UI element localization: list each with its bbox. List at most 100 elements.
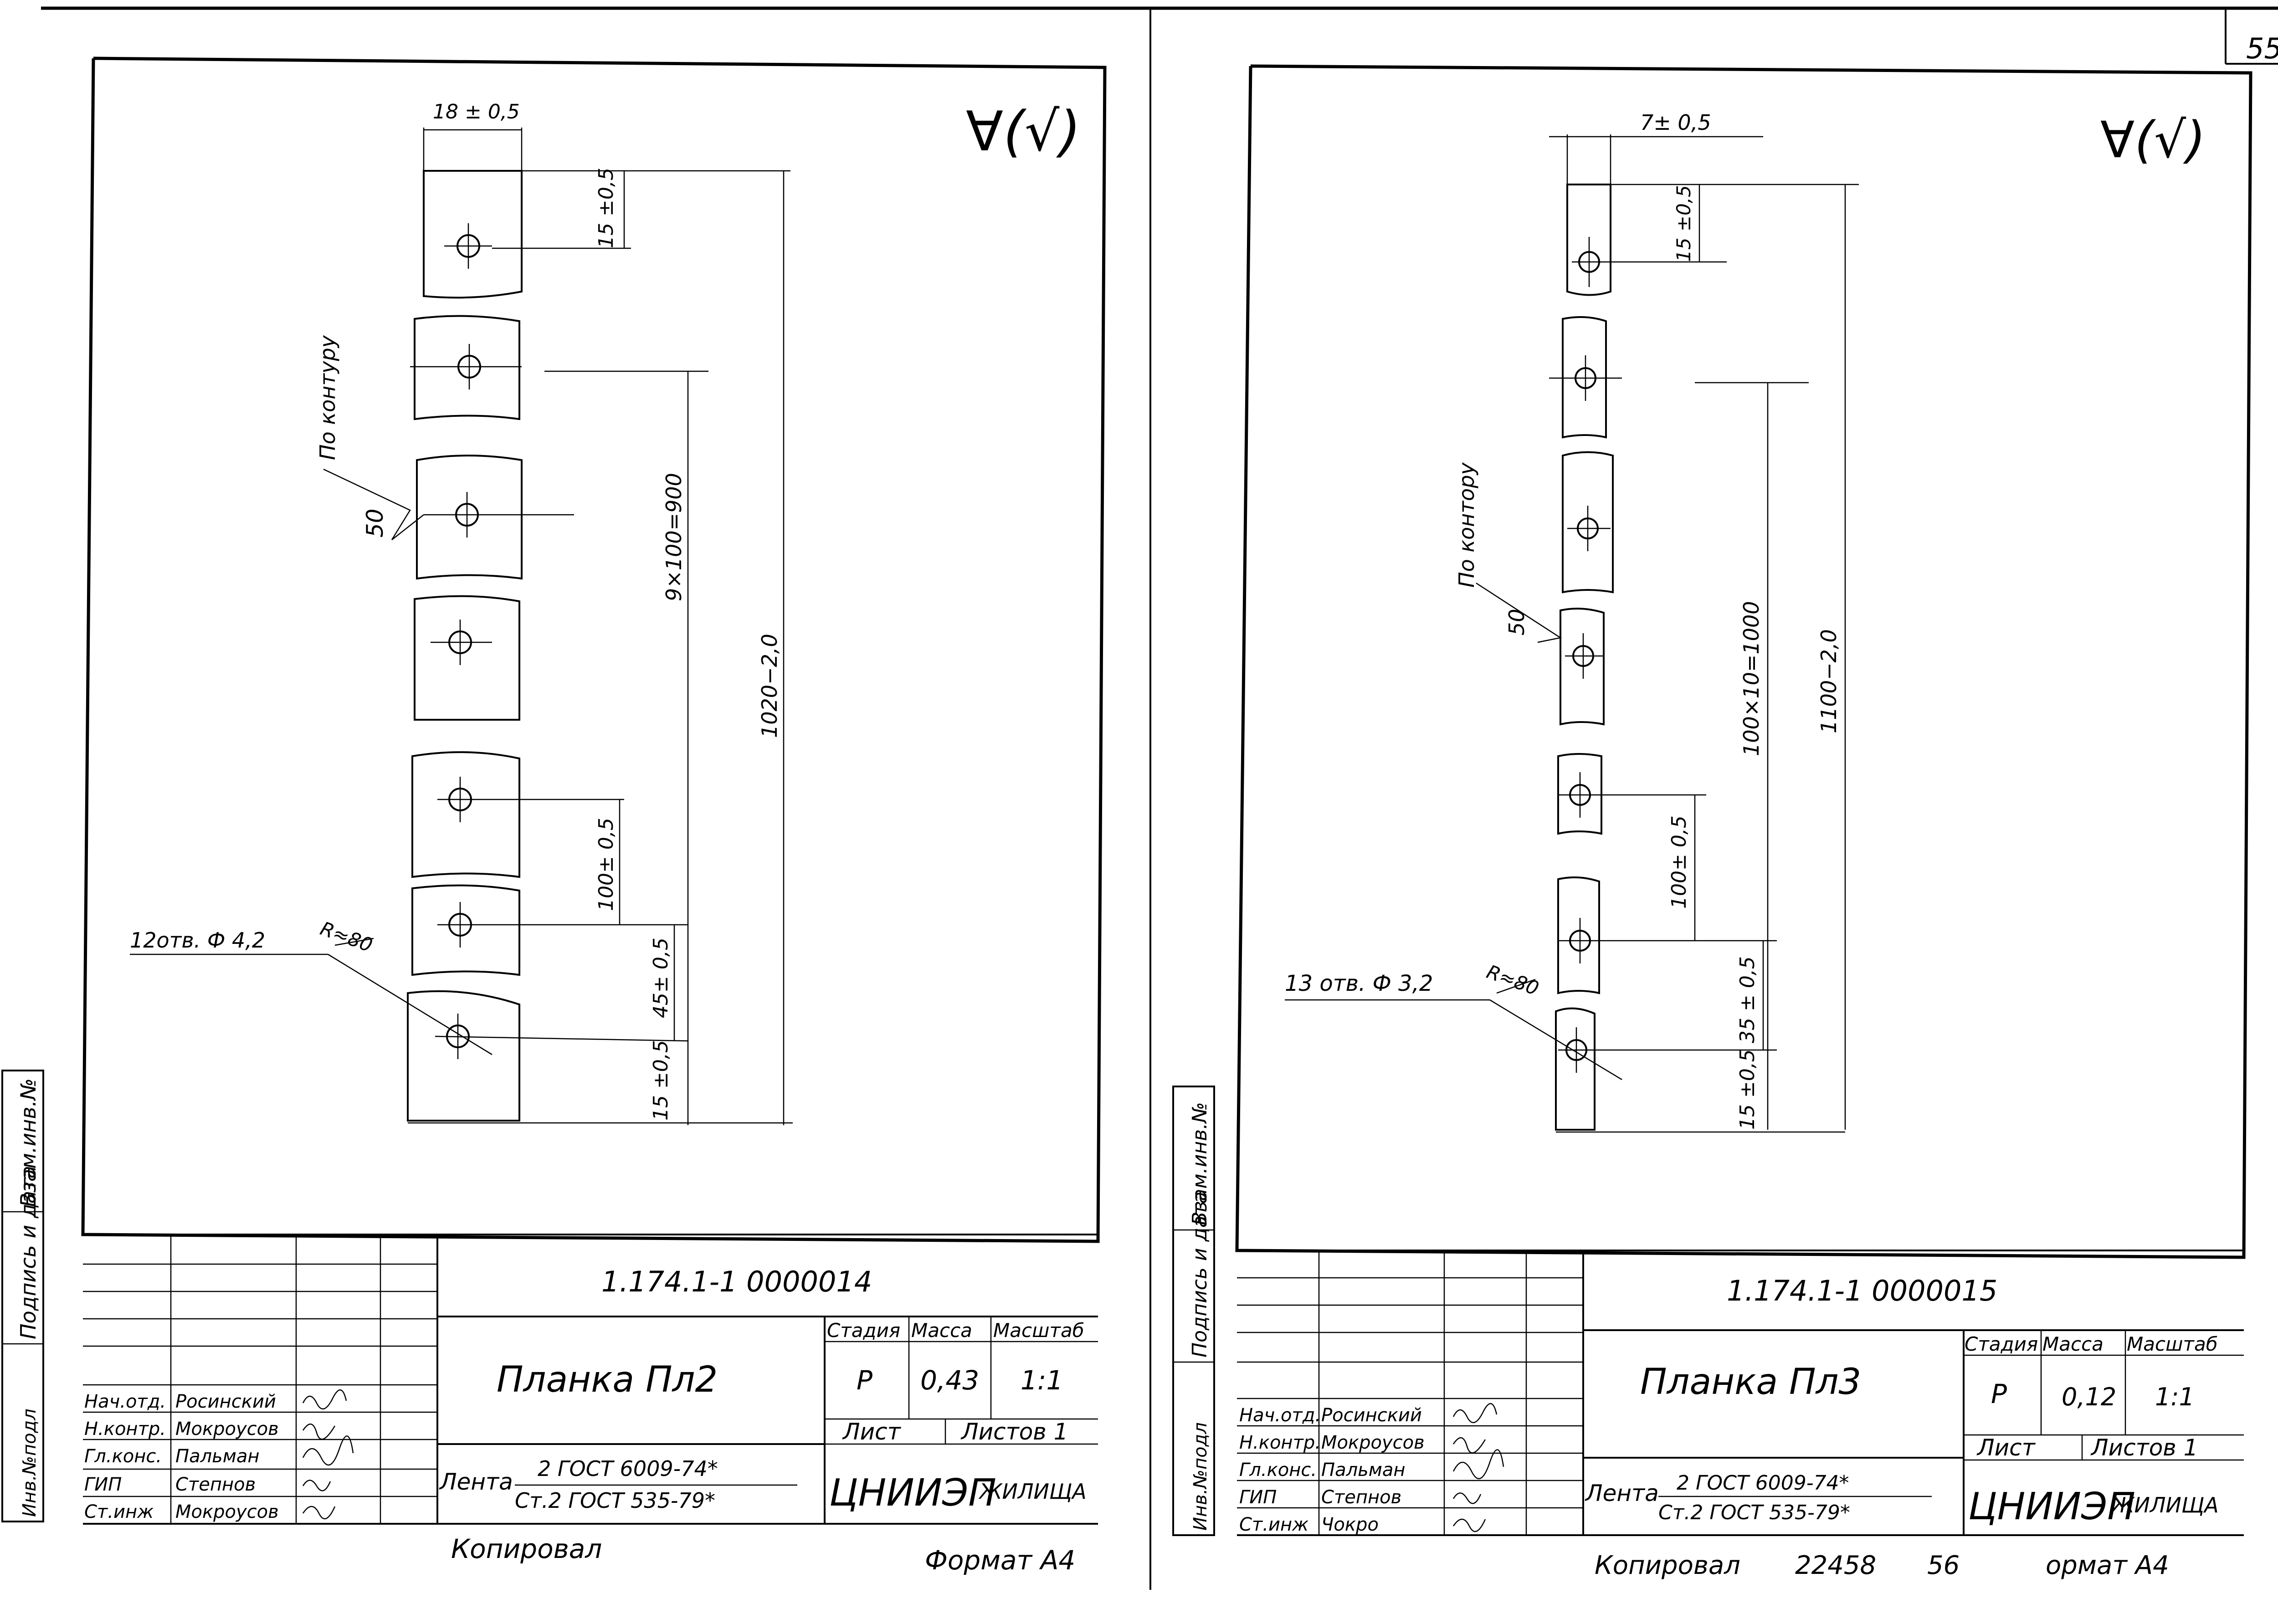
dim-width: 7± 0,5 xyxy=(1640,110,1711,135)
dimension-lines xyxy=(130,128,793,1125)
name-2: Пальман xyxy=(1321,1460,1406,1481)
role-4: Ст.инж xyxy=(1239,1514,1308,1535)
contour-note: По контору xyxy=(1454,462,1479,588)
mass-label: Масса xyxy=(911,1319,972,1342)
dim-pitch: 100± 0,5 xyxy=(1667,815,1691,909)
side-strip: Взам.инв.№ Подпись и дата Инв.№подл xyxy=(1,1070,44,1522)
name-3: Степнов xyxy=(1321,1487,1401,1508)
strip-segment xyxy=(1560,608,1605,726)
dim-end-offset: 45± 0,5 xyxy=(649,938,672,1018)
name-3: Степнов xyxy=(175,1474,256,1495)
footer-code: 22458 xyxy=(1795,1551,1876,1580)
role-2: Гл.конс. xyxy=(1239,1460,1317,1481)
holes-note: 12отв. Ф 4,2 xyxy=(130,928,265,953)
strip-part xyxy=(407,170,688,1122)
dim-top-offset: 15 ±0,5 xyxy=(1673,185,1695,262)
org-main: ЦНИИЭП xyxy=(829,1471,996,1515)
role-0: Нач.отд. xyxy=(84,1391,166,1412)
footer-left: Копировал xyxy=(451,1533,602,1564)
role-3: ГИП xyxy=(1239,1487,1277,1508)
strip-segment xyxy=(1557,753,1602,835)
name-0: Росинский xyxy=(1321,1405,1422,1426)
scale-label: Масштаб xyxy=(993,1319,1084,1342)
sheets-count-label: Листов 1 xyxy=(2090,1434,2198,1461)
strip-segment xyxy=(411,884,520,976)
dim-overall: 1020−2,0 xyxy=(757,634,782,738)
dim-pitch-total: 100×10=1000 xyxy=(1739,601,1764,757)
name-4: Чокро xyxy=(1321,1514,1379,1535)
strip-segment xyxy=(1555,1007,1596,1131)
name-1: Мокроусов xyxy=(175,1419,279,1440)
sheet-label: Лист xyxy=(842,1419,902,1445)
dim-bottom-offset: 15 ±0,5 xyxy=(1736,1049,1759,1130)
sheet-right: ∀(√) xyxy=(1172,64,2252,1580)
material-top: 2 ГОСТ 6009-74* xyxy=(538,1456,718,1481)
hole-marks xyxy=(1549,237,1777,1073)
mass-value: 0,12 xyxy=(2062,1383,2116,1411)
sheet-label: Лист xyxy=(1976,1434,2036,1461)
roughness-symbol: ∀(√) xyxy=(966,100,1081,164)
radius-note: R≈80 xyxy=(318,917,375,956)
designation: 1.174.1-1 0000014 xyxy=(601,1265,872,1298)
side-strip: Взам.инв.№ Подпись и дата Инв.№подл xyxy=(1172,1086,1215,1536)
strip-part xyxy=(1549,184,1777,1131)
drawing-frame xyxy=(81,56,1107,1243)
stage-value: Р xyxy=(857,1365,872,1396)
strip-segment xyxy=(1557,876,1600,994)
contour-leader xyxy=(1476,582,1562,643)
material-prefix: Лента xyxy=(1585,1480,1659,1506)
org-sub: ЖИЛИЩА xyxy=(978,1479,1087,1504)
contour-leader xyxy=(323,468,411,540)
side-label-1: Подпись и дата xyxy=(1188,1192,1211,1358)
strip-segment xyxy=(411,751,520,878)
signatures xyxy=(302,1389,354,1520)
role-1: Н.контр. xyxy=(84,1419,166,1440)
org-main: ЦНИИЭП xyxy=(1968,1485,2135,1528)
scale-label: Масштаб xyxy=(2127,1333,2218,1355)
strip-segment xyxy=(414,315,520,420)
org-sub: ЖИЛИЩА xyxy=(2110,1493,2219,1517)
dim-pitch: 100± 0,5 xyxy=(595,818,618,911)
stage-label: Стадия xyxy=(827,1319,900,1342)
role-0: Нач.отд. xyxy=(1239,1405,1321,1426)
mass-label: Масса xyxy=(2042,1333,2104,1355)
drawing-frame xyxy=(1235,64,2252,1259)
strip-segment xyxy=(423,170,523,299)
name-4: Мокроусов xyxy=(175,1501,279,1522)
side-label-2: Инв.№подл xyxy=(1190,1422,1211,1531)
dim-top-offset: 15 ±0,5 xyxy=(595,168,618,248)
dimension-lines xyxy=(1285,134,1859,1133)
contour-value: 50 xyxy=(1504,609,1529,635)
dim-overall: 1100−2,0 xyxy=(1816,629,1841,733)
role-4: Ст.инж xyxy=(84,1501,154,1522)
role-3: ГИП xyxy=(84,1474,122,1495)
name-0: Росинский xyxy=(175,1391,276,1412)
mass-value: 0,43 xyxy=(920,1365,979,1396)
strip-segment xyxy=(407,990,520,1122)
designation: 1.174.1-1 0000015 xyxy=(1727,1274,1997,1307)
signatures xyxy=(1452,1403,1504,1532)
dim-width: 18 ± 0,5 xyxy=(433,100,520,123)
side-label-0: Взам.инв.№ xyxy=(1188,1102,1211,1225)
footer-num: 56 xyxy=(1927,1551,1960,1580)
material-prefix: Лента xyxy=(439,1469,513,1495)
material-top: 2 ГОСТ 6009-74* xyxy=(1677,1471,1849,1495)
stage-value: Р xyxy=(1991,1378,2007,1409)
side-label-2: Инв.№подл xyxy=(19,1409,40,1517)
part-name: Планка Пл2 xyxy=(497,1359,718,1400)
side-label-0: Взам.инв.№ xyxy=(16,1078,41,1207)
dim-pitch-total: 9×100=900 xyxy=(662,473,686,601)
dim-bottom-offset: 15 ±0,5 xyxy=(649,1040,672,1121)
strip-segment xyxy=(1562,316,1607,439)
name-2: Пальман xyxy=(175,1446,260,1467)
strip-segment xyxy=(1562,451,1614,594)
name-1: Мокроусов xyxy=(1321,1432,1425,1453)
part-name: Планка Пл3 xyxy=(1640,1362,1861,1403)
stage-label: Стадия xyxy=(1965,1333,2038,1355)
title-block: 1.174.1-1 0000015 Планка Пл3 Стадия Масс… xyxy=(1237,1250,2244,1536)
footer-left: Копировал xyxy=(1595,1551,1740,1580)
contour-note: По контуру xyxy=(315,335,340,460)
strip-segment xyxy=(416,455,523,580)
page-number: 55 xyxy=(2246,32,2278,65)
